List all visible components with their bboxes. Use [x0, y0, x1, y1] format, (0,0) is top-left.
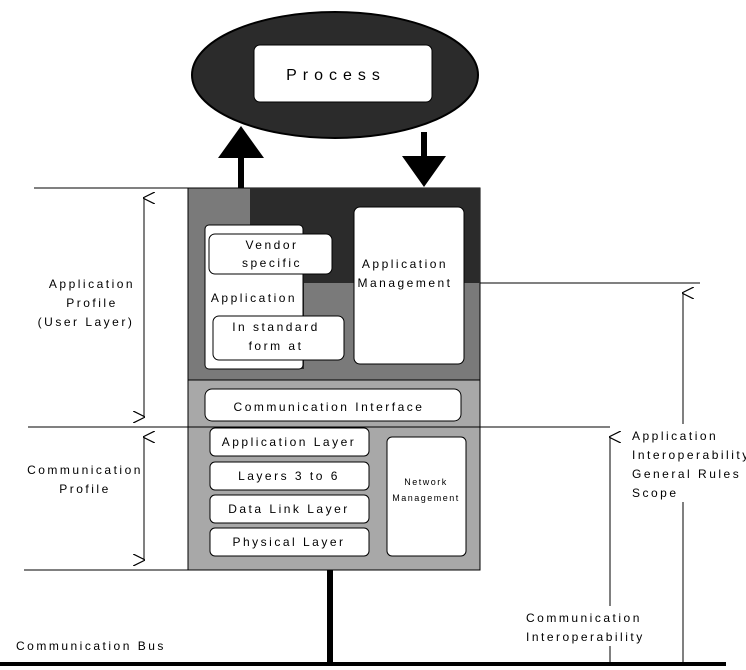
app-interop-line2: Interoperability — [632, 448, 746, 462]
network-management-box — [386, 436, 467, 557]
application-profile-line2: Profile — [66, 296, 118, 310]
application-layer-label: Application Layer — [222, 435, 357, 449]
physical-layer-box — [209, 527, 370, 557]
in-standard-format-line2: form at — [249, 339, 304, 353]
application-management-line2: Management — [357, 276, 452, 290]
application-label: Application — [211, 291, 297, 305]
communication-profile-line2: Profile — [59, 482, 111, 496]
comm-interop-line2: Interoperability — [526, 630, 645, 644]
data-link-layer-box — [209, 494, 370, 524]
vendor-specific-line1: Vendor — [245, 238, 298, 252]
application-profile-line3: (User Layer) — [38, 315, 135, 329]
app-interop-label-bg — [626, 424, 742, 502]
communication-bus-line — [0, 662, 726, 666]
application-management-line1: Application — [362, 257, 448, 271]
down-arrow-shaft — [421, 132, 427, 158]
physical-layer-label: Physical Layer — [232, 535, 345, 549]
network-management-line1: Network — [404, 477, 448, 487]
vendor-specific-line2: specific — [242, 256, 302, 270]
app-interop-line3: General Rules — [632, 467, 741, 481]
bus-stem — [327, 570, 333, 666]
up-arrow-head — [218, 126, 264, 158]
vendor-specific-box — [208, 233, 333, 275]
communication-interface-label: Communication Interface — [234, 400, 425, 414]
app-interop-line1: Application — [632, 429, 718, 443]
comm-interop-label-bg — [522, 606, 646, 646]
network-management-line2: Management — [392, 493, 460, 503]
communication-profile-line1: Communication — [27, 463, 143, 477]
in-standard-format-box — [212, 315, 345, 361]
up-arrow-shaft — [238, 155, 244, 188]
communication-interface-box — [204, 388, 462, 422]
communication-bus-label: Communication Bus — [16, 639, 166, 653]
comm-interop-line1: Communication — [526, 611, 642, 625]
down-arrow-head — [402, 156, 446, 187]
application-profile-line1: Application — [49, 277, 135, 291]
app-interop-line4: Scope — [632, 486, 679, 500]
data-link-layer-label: Data Link Layer — [228, 502, 350, 516]
process-label: Process — [286, 67, 386, 84]
layers-3-to-6-label: Layers 3 to 6 — [238, 469, 340, 483]
layers-3-to-6-box — [209, 461, 370, 491]
application-management-box — [353, 206, 465, 365]
in-standard-format-line1: In standard — [232, 320, 320, 334]
application-layer-box — [209, 427, 370, 457]
process-box — [253, 44, 433, 103]
